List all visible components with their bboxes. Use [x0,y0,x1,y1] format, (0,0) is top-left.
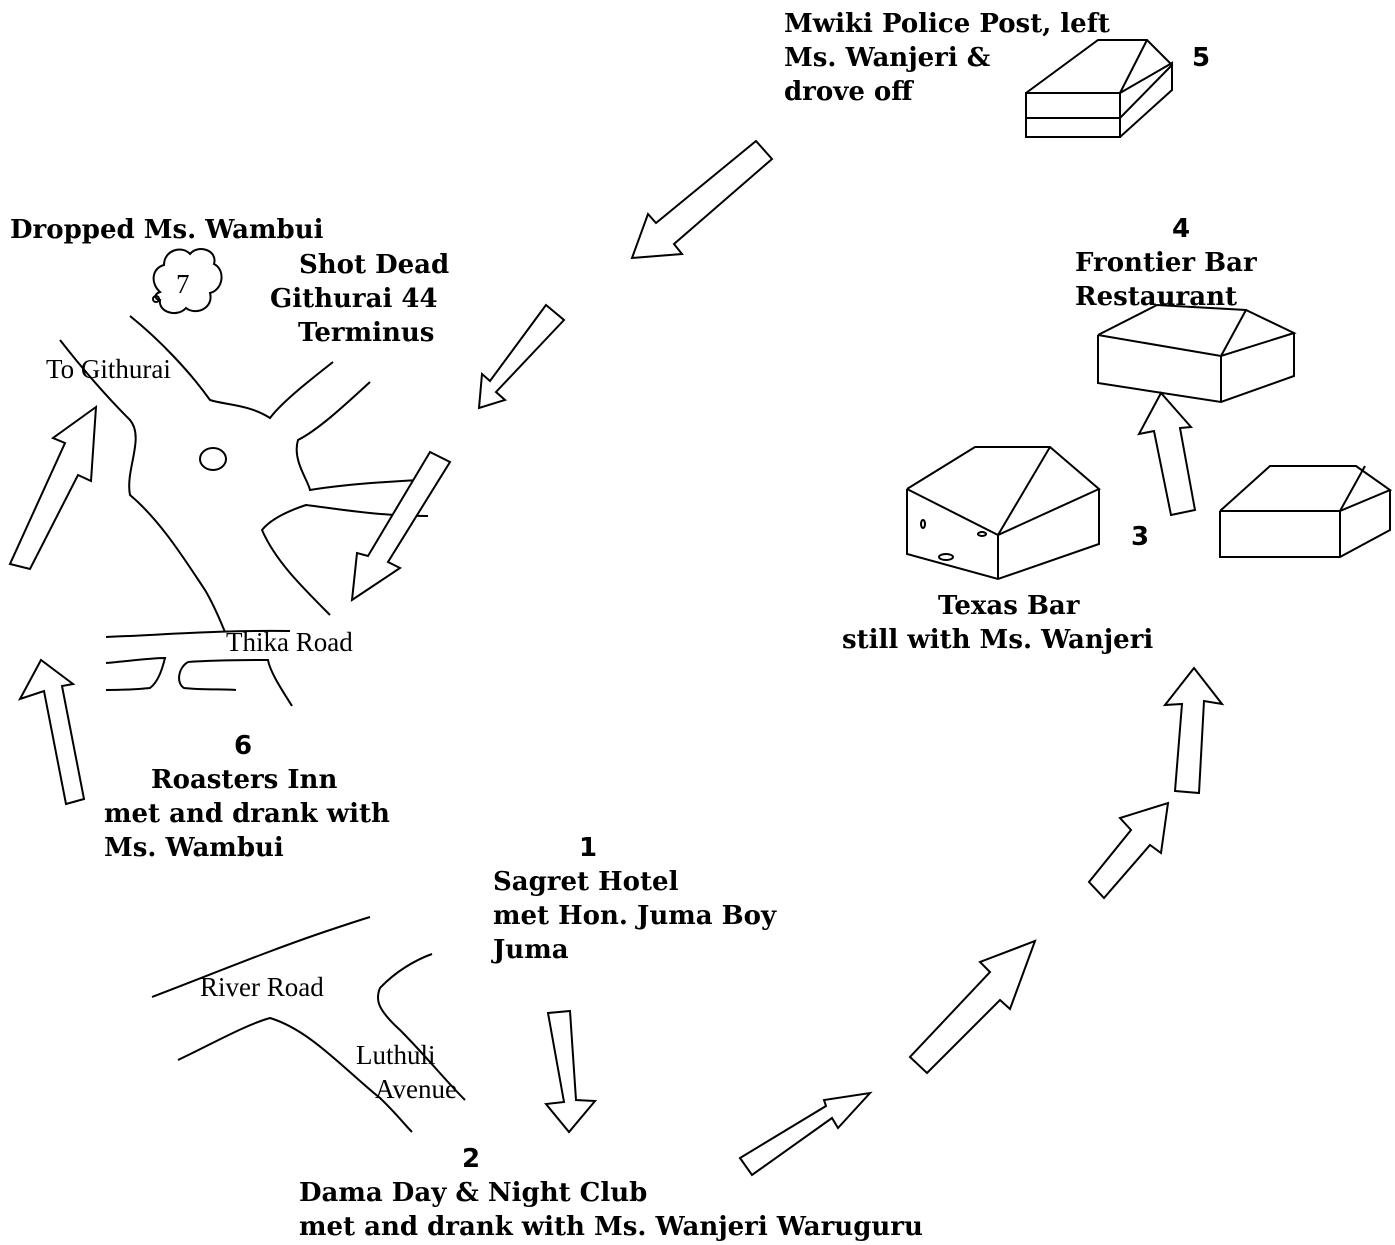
route-arrows [8,139,1225,1177]
building-mwiki-police-post [1025,39,1174,138]
road-label-thika-road: Thika Road [226,627,353,657]
stop2-number: 2 [462,1144,481,1174]
arrow-6-to-7-lower [17,658,86,806]
stop4-line1: Frontier Bar [1075,248,1257,278]
stop3-line1: Texas Bar [938,591,1080,621]
stop5-line1: Mwiki Police Post, left [784,9,1110,39]
stop7-line1: Shot Dead [299,250,450,280]
stop2-line1: Dama Day & Night Club [299,1178,648,1208]
road-label-river-road: River Road [200,972,324,1002]
arrow-5-to-7a [630,139,774,260]
stop7-dropped: Dropped Ms. Wambui [10,215,324,245]
stop6-line3: Ms. Wambui [104,833,284,863]
stop2-line2: met and drank with Ms. Wanjeri Waruguru [299,1212,923,1242]
stop4-number: 4 [1172,214,1191,244]
stop1-line3: Juma [493,935,569,965]
stop7-line2: Githurai 44 [270,284,438,314]
stop7-line3: Terminus [298,318,435,348]
cloud-shot-dead-marker [152,248,223,315]
stop6-line1: Roasters Inn [151,765,338,795]
arrow-2-to-3b [908,939,1037,1075]
road-label-luthuli-1: Luthuli [356,1040,436,1070]
arrow-6-to-7-upper [8,404,98,571]
arrow-2-to-3a [738,1091,873,1177]
stop1-line2: met Hon. Juma Boy [493,901,777,931]
building-partial-right [1219,465,1393,558]
stop5-line3: drove off [784,77,913,107]
arrow-7-to-6 [350,450,452,603]
stop3-number: 3 [1131,522,1150,552]
building-frontier-bar [1097,303,1297,404]
stop1-line1: Sagret Hotel [493,867,679,897]
stop6-line2: met and drank with [104,799,390,829]
stop5-number: 5 [1192,43,1211,73]
arrow-1-to-2 [544,1009,598,1134]
stop5-line2: Ms. Wanjeri & [784,43,991,73]
stop7-number: 7 [176,269,190,299]
arrow-3-to-4 [1137,391,1197,517]
stop4-line2: Restaurant [1075,282,1238,312]
arrow-5-to-7b [477,303,566,410]
building-texas-bar [906,446,1101,581]
road-label-to-githurai: To Githurai [46,354,171,384]
roundabout-shape [199,447,227,471]
road-label-luthuli-2: Avenue [375,1074,457,1104]
stop3-line2: still with Ms. Wanjeri [842,625,1154,655]
stop6-number: 6 [234,731,253,761]
nairobi-cbd-roads [151,916,466,1133]
stop1-number: 1 [579,833,598,863]
arrow-2-to-3d [1162,666,1225,795]
arrow-2-to-3c [1087,801,1170,900]
githurai-roads [59,315,429,707]
